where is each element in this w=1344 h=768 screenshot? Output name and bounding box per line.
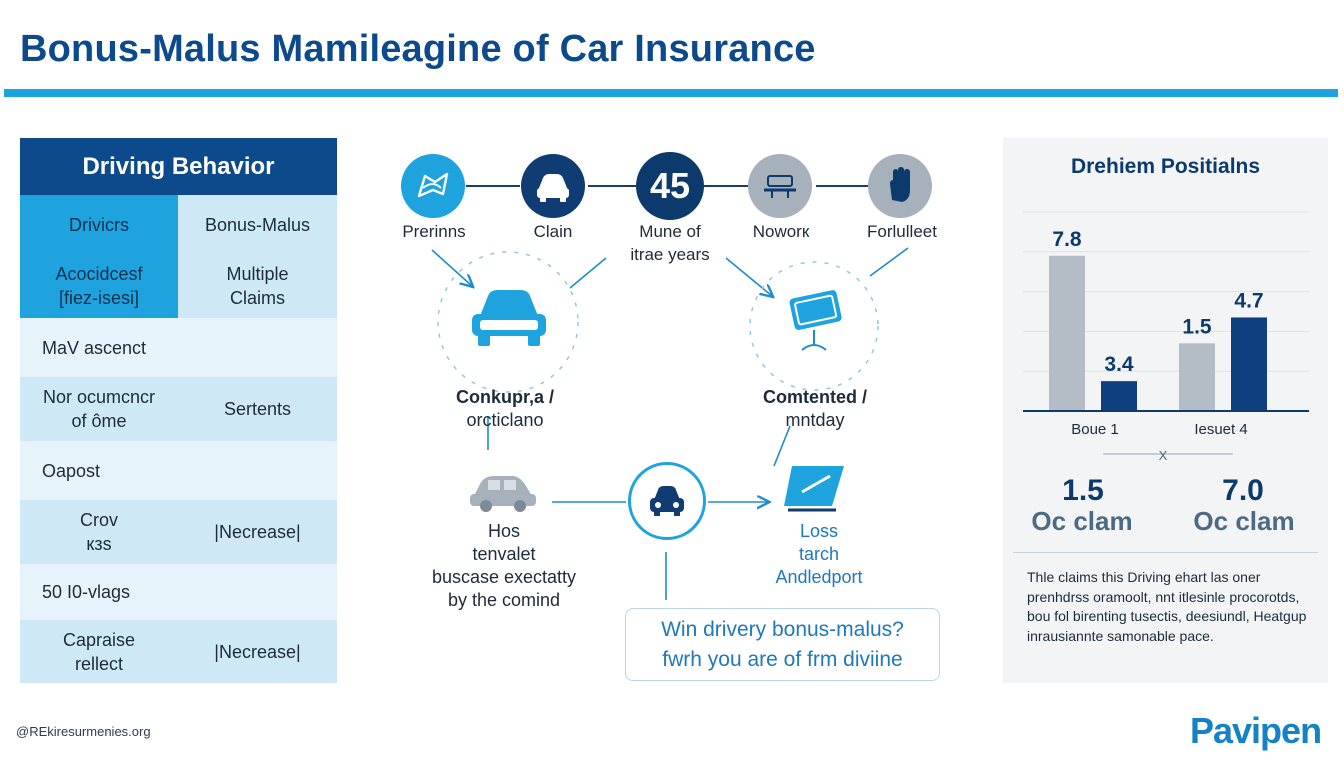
route-map-icon — [401, 154, 465, 218]
positions-panel: Drehiem Positialns 7.8 3.4 1.5 4.7 Boue 1 I… — [1003, 138, 1328, 683]
table-cell: Nor ocumcncr of ôme — [42, 387, 156, 431]
mid-right-title: Comtented / — [762, 387, 867, 407]
panel-description: Thle claims this Driving ehart las oner … — [1027, 569, 1307, 644]
table-cell: 50 I0-vlags — [42, 582, 131, 602]
axis-note: X — [1159, 448, 1168, 463]
table-cell: |Necrease| — [214, 522, 301, 542]
driving-behavior-table: Driving Behavior Drivicrs Bonus-Malus Ac… — [20, 138, 337, 683]
data-label: 1.5 — [1182, 315, 1212, 338]
brand-logo: Pavipen — [1190, 710, 1322, 751]
table-cell: Capraise rellect — [62, 629, 136, 674]
table-header: Driving Behavior — [20, 138, 337, 195]
left-value: 1.5 — [1062, 474, 1104, 507]
table-row: Oapost — [20, 441, 337, 500]
footer-url: @REkiresurmenies.org — [16, 724, 151, 739]
node-label: Noworк — [752, 222, 810, 241]
page-title: Bonus-Malus Mamileagine of Car Insurance — [20, 28, 816, 70]
right-value: 7.0 — [1222, 474, 1264, 507]
table-row: 50 I0-vlags — [20, 564, 337, 620]
table-cell: Drivicrs — [20, 195, 178, 254]
table-row: Capraise rellect |Necrease| — [20, 620, 337, 683]
callout-line-1: Win drivery bonus-malus? — [661, 617, 904, 641]
table-cell: Crov кзѕ — [79, 510, 118, 554]
table-row: Drivicrs Bonus-Malus — [20, 195, 337, 254]
table-cell: MaV ascenct — [42, 337, 147, 358]
node-label: Clain — [533, 222, 573, 241]
node-label: Forlulleet — [867, 222, 937, 241]
question-callout: Win drivery bonus-malus? fwrh you are of… — [625, 608, 940, 681]
hand-stop-icon — [868, 154, 932, 218]
table-cell: Multiple Claims — [178, 254, 337, 318]
table-row: Acocidcesf [fiez-isesi] Multiple Claims — [20, 254, 337, 318]
document-slash-icon — [782, 462, 852, 519]
right-value-label: Oc clam — [1193, 506, 1295, 536]
car-side-icon — [468, 466, 538, 519]
mid-right-label: Comtented / mntday — [740, 386, 890, 432]
node-label: Prerinns — [402, 222, 466, 241]
data-label: 7.8 — [1052, 228, 1082, 251]
years-value-badge: 45 — [636, 152, 704, 220]
table-cell: Bonus-Malus — [178, 195, 337, 254]
bottom-left-label: Hos tenvalet buscase exectatty by the co… — [431, 521, 577, 610]
sign-card-icon — [784, 286, 848, 361]
mid-left-title: Conkupr,a / — [455, 387, 554, 407]
mid-left-label: Conkupr,a / orcticlano — [430, 386, 580, 432]
car-front-icon — [628, 462, 706, 540]
mid-right-subtitle: mntday — [785, 410, 845, 430]
bottom-right-label: Loss tarch Andledport — [775, 521, 863, 587]
table-row: Crov кзѕ |Necrease| — [20, 500, 337, 564]
panel-title: Drehiem Positialns — [1070, 155, 1261, 178]
vehicle-lift-icon — [748, 154, 812, 218]
table-cell: Oapost — [42, 460, 101, 481]
bar — [1049, 255, 1085, 411]
table-row: Nor ocumcncr of ôme Sertents — [20, 377, 337, 441]
table-cell: Acocidcesf [fiez-isesi] — [20, 254, 178, 318]
bar — [1101, 381, 1137, 411]
data-label: 3.4 — [1104, 353, 1134, 376]
car-front-icon — [466, 286, 552, 357]
node-label: Mune of itrae years — [630, 222, 710, 264]
panel-divider — [1013, 552, 1318, 553]
left-value-label: Oc clam — [1031, 506, 1133, 536]
table-row: MaV ascenct — [20, 318, 337, 377]
car-front-icon — [521, 154, 585, 218]
table-cell: |Necrease| — [214, 641, 301, 662]
data-label: 4.7 — [1234, 289, 1263, 312]
bar — [1179, 343, 1215, 411]
flow-connectors — [431, 185, 909, 600]
table-cell: Sertents — [223, 399, 292, 419]
callout-line-2: fwrh you are of frm diviine — [662, 647, 903, 671]
title-underline — [4, 89, 1338, 97]
x-tick-label: Iesuet 4 — [1194, 421, 1247, 438]
x-tick-label: Boue 1 — [1071, 421, 1119, 438]
bar — [1231, 317, 1267, 411]
bar-chart: 7.8 3.4 1.5 4.7 Boue 1 Iesuet 4 X — [1023, 211, 1309, 463]
mid-left-subtitle: orcticlano — [466, 410, 544, 430]
